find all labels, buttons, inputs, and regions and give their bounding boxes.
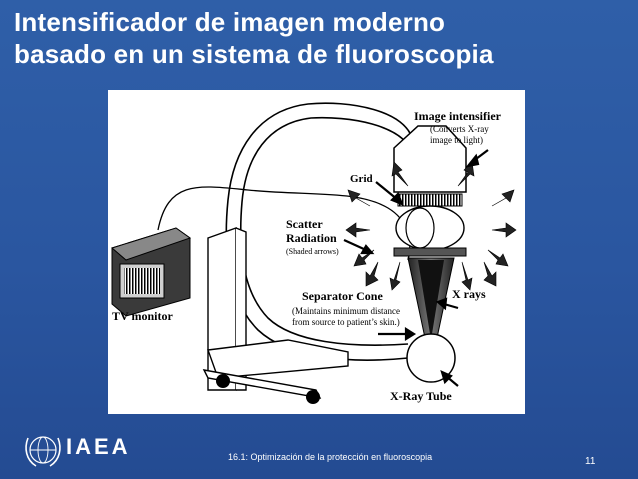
separator-cone-icon — [418, 260, 444, 340]
patient-icon — [393, 205, 467, 257]
cart-stand — [202, 227, 349, 399]
label-xray-tube: X-Ray Tube — [390, 389, 452, 403]
label-xrays: X rays — [452, 287, 486, 301]
label-tv-monitor: TV monitor — [112, 309, 173, 323]
wheel-right — [306, 390, 320, 404]
title-line-1: Intensificador de imagen moderno — [14, 7, 446, 37]
fluoroscopy-diagram: Image intensifier (Converts X-ray image … — [108, 90, 525, 414]
label-separator-note-2: from source to patient’s skin.) — [292, 317, 400, 327]
xray-tube-icon — [406, 333, 456, 383]
page-number: 11 — [585, 456, 596, 467]
slide-title: Intensificador de imagen moderno basado … — [14, 6, 629, 70]
title-line-2: basado en un sistema de fluoroscopia — [14, 39, 494, 69]
un-emblem-icon — [25, 436, 61, 467]
label-separator-note-1: (Maintains minimum distance — [292, 306, 400, 316]
footer-caption: 16.1: Optimización de la protección en f… — [228, 452, 433, 462]
label-scatter: Scatter — [286, 217, 323, 231]
label-radiation: Radiation — [286, 231, 337, 245]
diagram-svg: Image intensifier (Converts X-ray image … — [110, 102, 517, 404]
label-separator-cone: Separator Cone — [302, 289, 383, 303]
label-image-intensifier-note-1: (Converts X-ray — [430, 124, 489, 134]
wheel-left — [216, 374, 230, 388]
label-scatter-note: (Shaded arrows) — [286, 247, 339, 256]
tv-monitor-icon — [110, 227, 192, 317]
scatter-arrows — [345, 161, 517, 291]
label-grid: Grid — [350, 173, 373, 185]
cable — [157, 186, 411, 261]
org-name: IAEA — [66, 434, 131, 459]
label-image-intensifier: Image intensifier — [414, 109, 502, 123]
label-arrows — [343, 149, 489, 387]
label-image-intensifier-note-2: image to light) — [430, 135, 483, 145]
